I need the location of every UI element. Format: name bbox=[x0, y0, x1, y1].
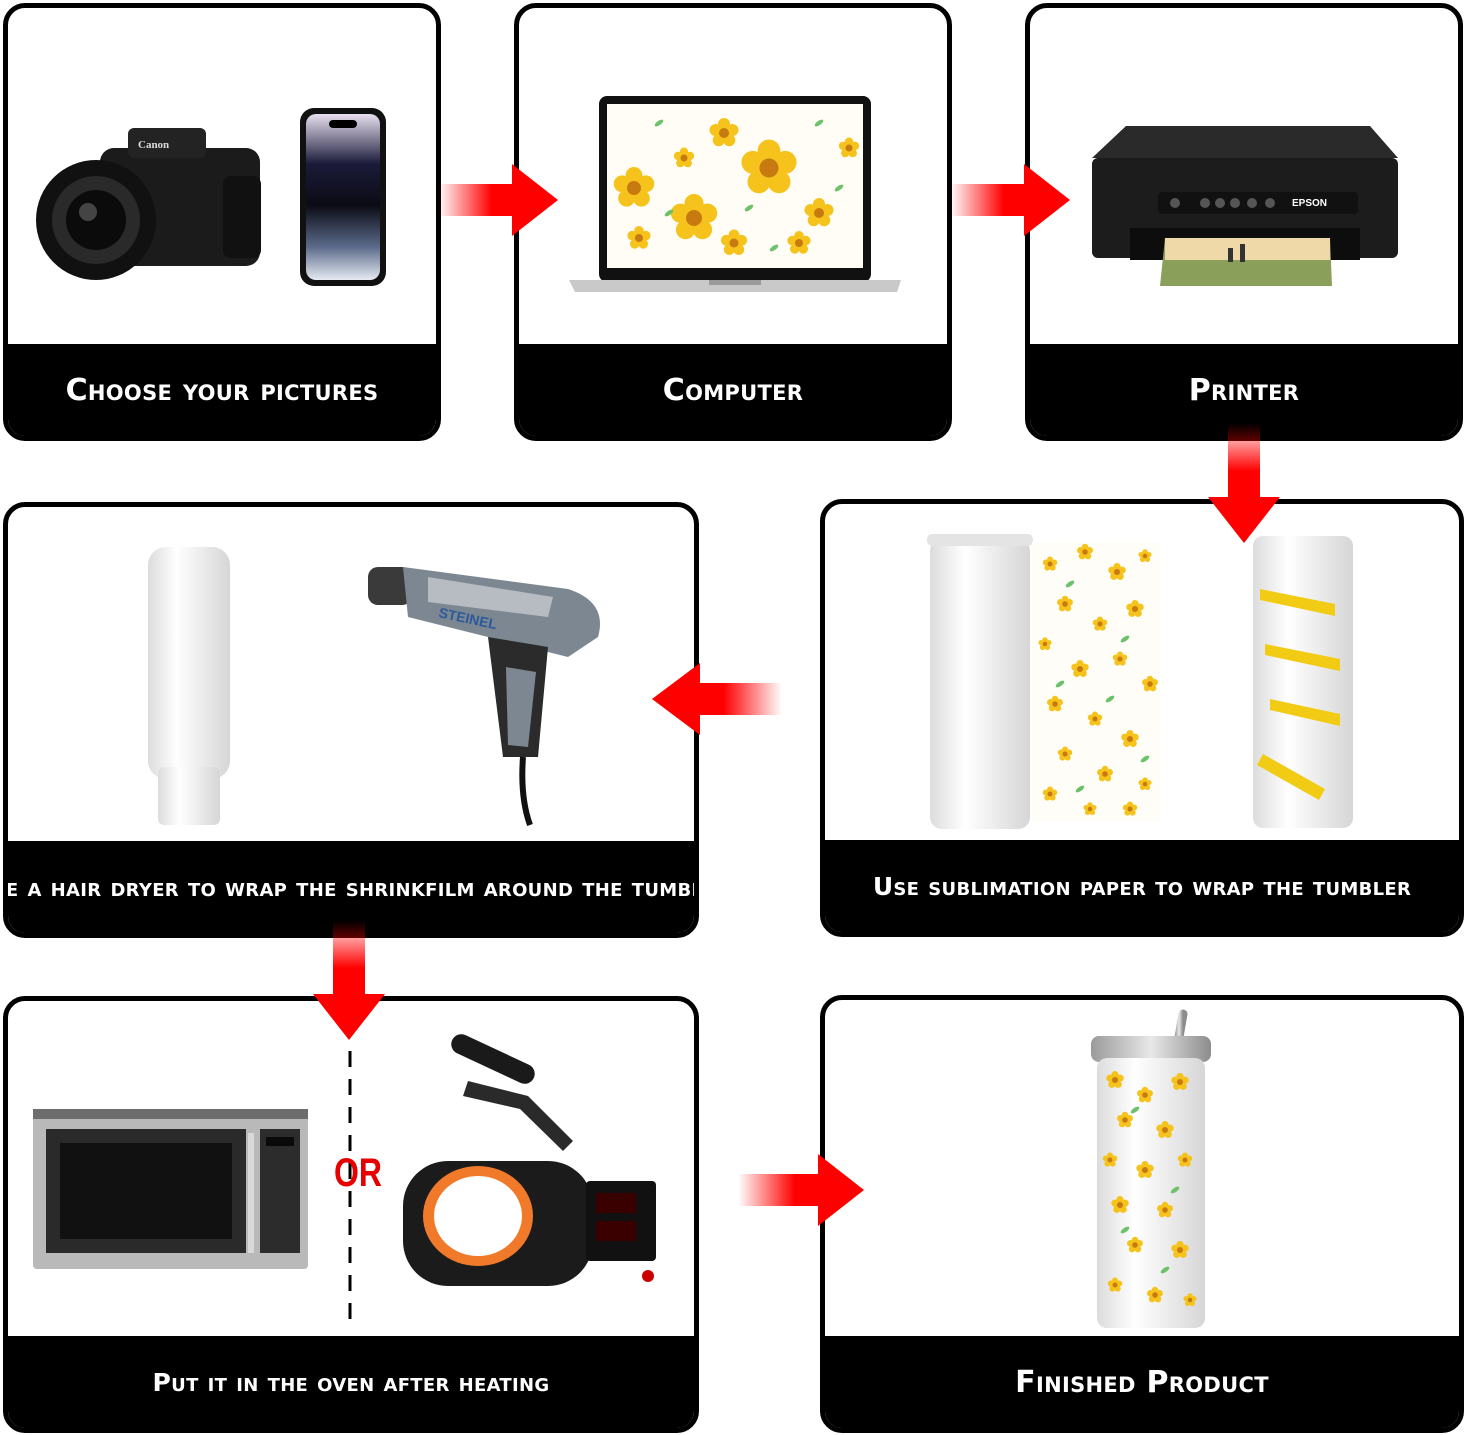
step-illustration bbox=[825, 504, 1459, 846]
step-illustration: STEINEL bbox=[8, 507, 694, 847]
heat-gun-icon: STEINEL bbox=[368, 567, 600, 827]
arrow-right-icon bbox=[438, 164, 558, 236]
arrow-right-icon bbox=[738, 1154, 864, 1226]
step-card-sublimation-paper: Use sublimation paper to wrap the tumble… bbox=[820, 499, 1464, 937]
step-label: Choose your pictures bbox=[8, 344, 436, 436]
arrow-down-icon bbox=[313, 920, 385, 1040]
step-illustration bbox=[519, 8, 947, 350]
step-card-oven: OR Put it in the oven after heating bbox=[3, 996, 699, 1433]
printer-brand: EPSON bbox=[1292, 198, 1327, 209]
printer-icon: EPSON bbox=[1092, 126, 1398, 286]
step-label: Use a hair dryer to wrap the shrinkfilm … bbox=[8, 841, 694, 933]
arrow-down-icon bbox=[1208, 423, 1280, 543]
wrapped-tumbler bbox=[1253, 536, 1353, 828]
step-illustration bbox=[825, 1000, 1459, 1342]
finished-tumbler bbox=[1091, 1009, 1211, 1328]
arrow-left-icon bbox=[652, 663, 782, 735]
step-card-finished-product: Finished Product bbox=[820, 995, 1464, 1433]
step-illustration: EPSON bbox=[1030, 8, 1458, 350]
step-label: Computer bbox=[519, 344, 947, 436]
camera-brand: Canon bbox=[138, 139, 169, 151]
step-label: Printer bbox=[1030, 344, 1458, 436]
step-card-printer: EPSON Printer bbox=[1025, 3, 1463, 441]
microwave-icon bbox=[33, 1109, 308, 1269]
shrinkfilm-tube bbox=[148, 547, 230, 825]
step-card-computer: Computer bbox=[514, 3, 952, 441]
sublimation-paper bbox=[1032, 542, 1160, 822]
step-label: Finished Product bbox=[825, 1336, 1459, 1428]
mug-press-icon bbox=[403, 1034, 656, 1286]
step-illustration: Canon bbox=[8, 8, 436, 350]
or-label: OR bbox=[334, 1151, 382, 1195]
arrow-right-icon bbox=[950, 164, 1070, 236]
step-label: Use sublimation paper to wrap the tumble… bbox=[825, 840, 1459, 932]
step-illustration: OR bbox=[8, 1001, 694, 1342]
camera-icon: Canon bbox=[36, 128, 261, 280]
laptop-icon bbox=[569, 96, 901, 292]
phone-icon bbox=[300, 108, 386, 286]
blank-tumbler bbox=[927, 534, 1033, 829]
step-card-hair-dryer: STEINEL Use a hair dryer to wrap the shr… bbox=[3, 502, 699, 938]
step-label: Put it in the oven after heating bbox=[8, 1336, 694, 1428]
step-card-choose-pictures: Canon Choose your pictures bbox=[3, 3, 441, 441]
